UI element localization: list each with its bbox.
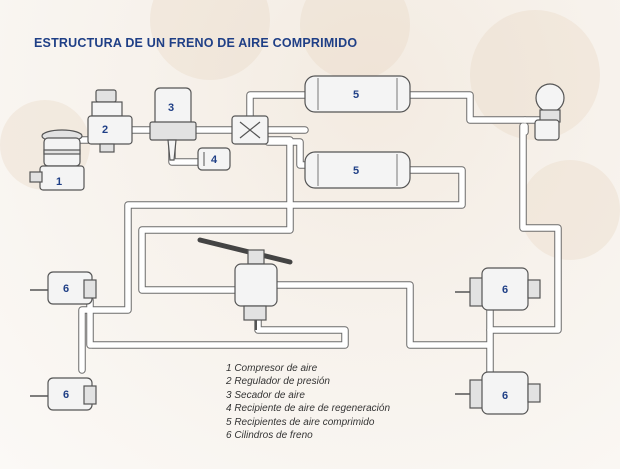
label-cyl-rear-bottom: 6	[502, 390, 508, 402]
legend-item: 6 Cilindros de freno	[226, 430, 313, 442]
legend-item: 3 Secador de aire	[226, 389, 305, 401]
circuit-valve	[231, 115, 269, 145]
label-compressor: 1	[56, 176, 62, 188]
air-dryer	[149, 87, 197, 161]
label-tank-bottom: 5	[353, 165, 359, 177]
gauge	[534, 83, 565, 141]
legend: 1 Compresor de aire 2 Regulador de presi…	[226, 362, 390, 442]
brake-cylinder-front-bottom	[30, 377, 97, 411]
pressure-regulator	[87, 89, 133, 153]
brake-cylinder-front-top	[30, 271, 97, 305]
air-compressor	[29, 129, 85, 191]
brake-cylinder-rear-bottom	[455, 371, 541, 415]
legend-item: 4 Recipiente de aire de regeneración	[226, 403, 390, 415]
label-cyl-rear-top: 6	[502, 284, 508, 296]
legend-item: 2 Regulador de presión	[226, 376, 330, 388]
legend-item: 1 Compresor de aire	[226, 363, 318, 374]
brake-cylinder-rear-top	[455, 267, 541, 311]
label-regulator: 2	[102, 124, 108, 136]
air-tank-top	[304, 75, 411, 113]
air-tank-bottom	[304, 151, 411, 189]
background-bubble	[520, 160, 620, 260]
label-cyl-front-top: 6	[63, 283, 69, 295]
label-cyl-front-bottom: 6	[63, 389, 69, 401]
label-tank-top: 5	[353, 89, 359, 101]
label-dryer: 3	[168, 102, 174, 114]
brake-pedal-valve	[197, 237, 293, 330]
regeneration-tank	[197, 147, 231, 171]
legend-item: 5 Recipientes de aire comprimido	[226, 416, 375, 428]
label-regen-tank: 4	[211, 154, 218, 166]
diagram-title: ESTRUCTURA DE UN FRENO DE AIRE COMPRIMID…	[34, 36, 358, 50]
